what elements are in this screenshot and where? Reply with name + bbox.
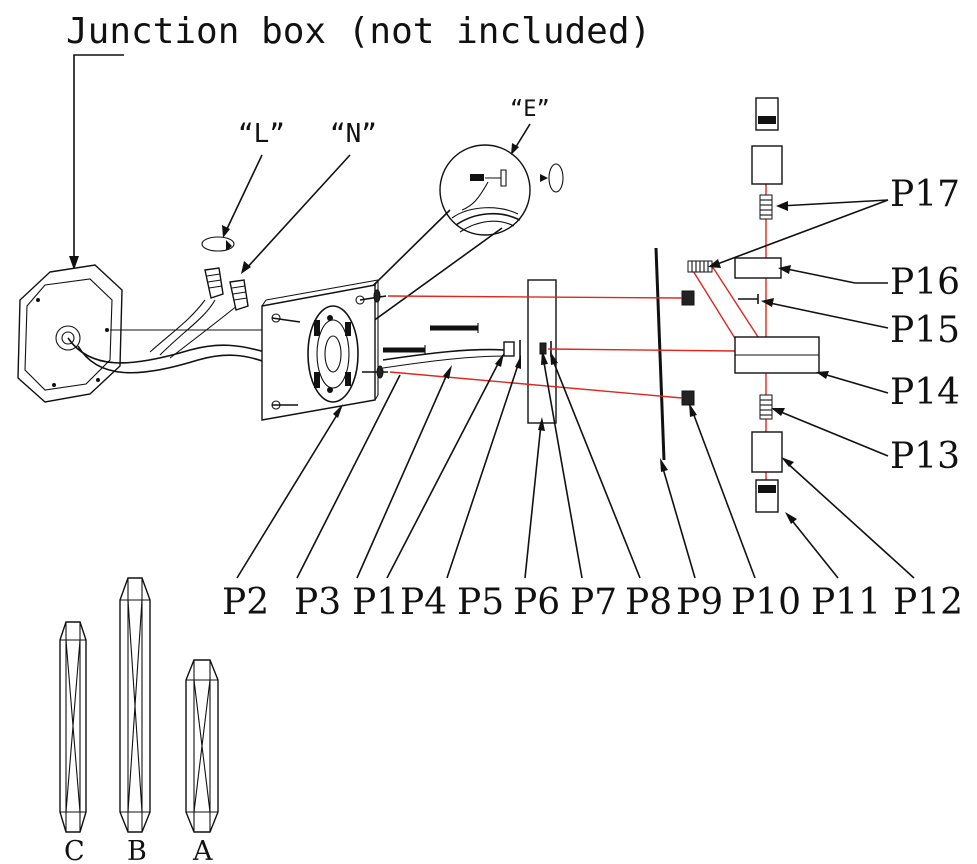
wire-connector-l <box>204 267 224 299</box>
label-p12: P12 <box>893 582 963 623</box>
back-plate <box>654 247 666 461</box>
label-p17: P17 <box>890 174 960 215</box>
right-leaders <box>708 199 889 457</box>
top-cap <box>755 97 779 131</box>
crystal-label-c: C <box>64 836 85 864</box>
earth-label-leader <box>511 123 531 155</box>
cap-nut-upper <box>681 290 695 306</box>
label-p16: P16 <box>890 262 960 303</box>
junction-box-leader <box>69 54 124 270</box>
top-sleeve <box>751 145 783 185</box>
label-p9: P9 <box>676 582 723 623</box>
label-p2: P2 <box>222 582 269 623</box>
label-p3: P3 <box>294 582 341 623</box>
long-screw-upper <box>430 323 479 333</box>
neutral-wire-label: “N” <box>330 119 377 149</box>
hex-nut <box>503 341 515 357</box>
side-spring <box>687 260 713 273</box>
side-connector <box>734 257 782 279</box>
hub-block <box>734 336 820 374</box>
label-p15: P15 <box>890 310 960 351</box>
crystal-a <box>185 659 219 833</box>
wire-label-leaders <box>222 154 351 274</box>
rotate-arrow-icon <box>201 236 235 252</box>
crystal-b <box>119 577 151 833</box>
crystal-c <box>59 621 87 833</box>
label-p4: P4 <box>400 582 447 623</box>
long-screw-lower <box>383 345 426 355</box>
junction-box-title: Junction box (not included) <box>66 11 651 52</box>
bottom-leaders <box>236 350 915 579</box>
label-p5: P5 <box>457 582 504 623</box>
junction-box <box>17 264 123 403</box>
label-p13: P13 <box>890 436 960 477</box>
label-p7: P7 <box>570 582 617 623</box>
earth-wire-label: “E” <box>510 97 550 122</box>
bottom-sleeve <box>751 431 783 473</box>
plate-studs <box>271 289 388 406</box>
label-p14: P14 <box>890 372 960 413</box>
label-p1: P1 <box>352 582 399 623</box>
small-screw <box>738 294 759 304</box>
label-p11: P11 <box>811 582 881 623</box>
crystal-label-b: B <box>127 836 147 864</box>
bottom-spring <box>759 394 773 420</box>
mounting-plate <box>261 279 379 421</box>
cap-nut-lower <box>681 390 695 406</box>
top-spring <box>759 194 773 220</box>
threaded-pipe <box>382 348 506 369</box>
crystal-label-a: A <box>192 836 213 864</box>
label-p8: P8 <box>625 582 672 623</box>
label-p10: P10 <box>731 582 801 623</box>
wire-connector-n <box>229 279 249 311</box>
bottom-cap <box>755 479 779 513</box>
label-p6: P6 <box>513 582 560 623</box>
supply-cable <box>67 299 268 374</box>
live-wire-label: “L” <box>238 119 285 149</box>
